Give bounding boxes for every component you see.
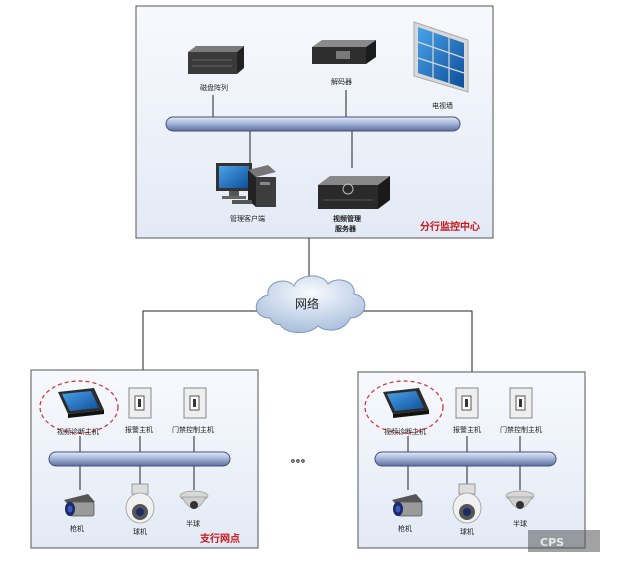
branch-right-dome-camera-icon — [452, 483, 482, 524]
network-label: 网络 — [295, 296, 319, 311]
branch-right-access-label: 门禁控制主机 — [500, 425, 542, 434]
branch-left-alarm-icon — [128, 387, 152, 419]
server-label-line1: 视频管理 — [333, 214, 361, 223]
client-label: 管理客户端 — [230, 214, 265, 223]
branch-left-dome-camera-icon — [125, 483, 155, 524]
center-stems — [212, 90, 353, 168]
disk-array-icon — [188, 46, 244, 74]
network-cloud-icon — [255, 275, 366, 333]
branch-left-gun-camera-icon — [64, 494, 95, 517]
video-wall-icon — [413, 21, 469, 93]
branch-right-bus — [374, 451, 557, 467]
server-label-line2: 服务器 — [335, 224, 357, 233]
branch-left-dome-camera-label: 球机 — [133, 527, 147, 536]
branch-right-stems — [407, 436, 521, 490]
branch-right-diagnosis-label: 视频诊断主机 — [384, 427, 426, 436]
branch-left-alarm-label: 报警主机 — [125, 425, 153, 434]
branch-right-access-icon — [509, 387, 533, 419]
watermark-text: CPS — [540, 536, 564, 549]
ellipsis: 。。。 — [291, 454, 311, 465]
branch-left-title: 支行网点 — [199, 532, 240, 545]
decoder-label: 解码器 — [331, 77, 352, 86]
client-computer-icon — [216, 163, 276, 207]
branch-left-stems — [79, 436, 195, 490]
branch-left-bus — [48, 451, 231, 467]
server-icon — [318, 176, 390, 209]
branch-left-access-icon — [183, 387, 207, 419]
disk-array-label: 磁盘阵列 — [200, 83, 228, 92]
branch-right-gun-camera-label: 枪机 — [398, 524, 412, 533]
branch-left-diagnosis-icon — [39, 380, 119, 434]
branch-left-gun-camera-label: 枪机 — [70, 524, 84, 533]
branch-right-alarm-icon — [455, 387, 479, 419]
branch-left-diagnosis-label: 视频诊断主机 — [57, 427, 99, 436]
branch-right-dome-camera-label: 球机 — [460, 527, 474, 536]
branch-right-alarm-label: 报警主机 — [453, 425, 481, 434]
connection-lines — [142, 238, 473, 372]
branch-right-diagnosis-icon — [364, 380, 444, 434]
center-bus — [165, 116, 461, 132]
branch-left-half-dome-label: 半球 — [186, 519, 200, 528]
branch-left-access-label: 门禁控制主机 — [172, 425, 214, 434]
video-wall-label: 电视墙 — [432, 101, 453, 110]
branch-right-half-dome-icon — [505, 490, 535, 509]
branch-right-half-dome-label: 半球 — [513, 519, 527, 528]
center-title: 分行监控中心 — [420, 220, 480, 233]
decoder-icon — [312, 40, 376, 64]
branch-left-half-dome-icon — [179, 490, 209, 509]
branch-right-gun-camera-icon — [392, 494, 423, 517]
watermark-logo: CPS — [528, 530, 600, 552]
